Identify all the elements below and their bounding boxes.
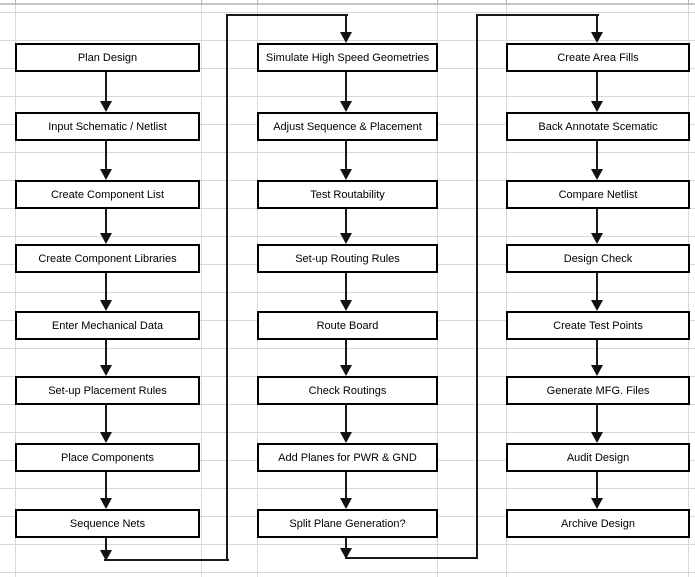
- flow-box-compare-netlist: Compare Netlist: [506, 180, 690, 209]
- flow-box-audit-design: Audit Design: [506, 443, 690, 472]
- flow-arrow-line: [345, 273, 347, 300]
- flow-box-back-annotate-scematic: Back Annotate Scematic: [506, 112, 690, 141]
- flow-arrow-line: [105, 72, 107, 101]
- flow-arrow-down-icon: [100, 101, 112, 112]
- flow-box-set-up-placement-rules: Set-up Placement Rules: [15, 376, 200, 405]
- flow-box-set-up-routing-rules: Set-up Routing Rules: [257, 244, 438, 273]
- flow-arrow-down-icon: [100, 365, 112, 376]
- flow-arrow-line: [105, 340, 107, 365]
- grid-vertical-line: [15, 5, 16, 577]
- grid-vertical-line: [506, 5, 507, 577]
- flow-arrow-line: [105, 141, 107, 169]
- grid-vertical-line: [688, 5, 689, 577]
- connector-line: [226, 14, 228, 561]
- flow-arrow-line: [596, 72, 598, 101]
- flow-box-split-plane-generation: Split Plane Generation?: [257, 509, 438, 538]
- grid-header-tick: [257, 0, 258, 5]
- flow-box-enter-mechanical-data: Enter Mechanical Data: [15, 311, 200, 340]
- flow-arrow-down-icon: [100, 169, 112, 180]
- connector-line: [104, 559, 229, 561]
- flow-box-create-component-list: Create Component List: [15, 180, 200, 209]
- grid-vertical-line: [201, 5, 202, 577]
- connector-line: [476, 14, 478, 559]
- flow-arrow-line: [345, 209, 347, 233]
- connector-line: [476, 14, 599, 16]
- flow-box-create-component-libraries: Create Component Libraries: [15, 244, 200, 273]
- connector-line: [345, 14, 347, 34]
- flow-arrow-down-icon: [340, 233, 352, 244]
- flow-arrow-down-icon: [340, 498, 352, 509]
- flow-arrow-down-icon: [340, 300, 352, 311]
- flow-arrow-line: [105, 405, 107, 432]
- connector-line: [105, 538, 107, 551]
- flow-box-simulate-high-speed-geometries: Simulate High Speed Geometries: [257, 43, 438, 72]
- flow-box-place-components: Place Components: [15, 443, 200, 472]
- flow-box-test-routability: Test Routability: [257, 180, 438, 209]
- flow-box-create-area-fills: Create Area Fills: [506, 43, 690, 72]
- flow-box-create-test-points: Create Test Points: [506, 311, 690, 340]
- flow-arrow-down-icon: [591, 432, 603, 443]
- flow-arrow-down-icon: [100, 498, 112, 509]
- flow-box-sequence-nets: Sequence Nets: [15, 509, 200, 538]
- flow-arrow-down-icon: [591, 365, 603, 376]
- flow-arrow-down-icon: [591, 233, 603, 244]
- flow-box-check-routings: Check Routings: [257, 376, 438, 405]
- flow-arrow-down-icon: [340, 101, 352, 112]
- flow-box-plan-design: Plan Design: [15, 43, 200, 72]
- flow-box-archive-design: Archive Design: [506, 509, 690, 538]
- flow-arrow-line: [345, 141, 347, 169]
- flow-arrow-line: [105, 209, 107, 233]
- flow-box-generate-mfg-files: Generate MFG. Files: [506, 376, 690, 405]
- flow-arrow-down-icon: [591, 498, 603, 509]
- flow-arrow-down-icon: [340, 548, 352, 559]
- flow-arrow-down-icon: [100, 233, 112, 244]
- flow-box-input-schematic-netlist: Input Schematic / Netlist: [15, 112, 200, 141]
- flow-box-adjust-sequence-placement: Adjust Sequence & Placement: [257, 112, 438, 141]
- flow-box-design-check: Design Check: [506, 244, 690, 273]
- grid-header-tick: [437, 0, 438, 5]
- flow-arrow-down-icon: [591, 32, 603, 43]
- flow-arrow-down-icon: [591, 300, 603, 311]
- grid-header-tick: [688, 0, 689, 5]
- flow-arrow-line: [596, 273, 598, 300]
- grid-header-tick: [15, 0, 16, 5]
- grid-top-band: [0, 3, 695, 5]
- flow-arrow-down-icon: [100, 550, 112, 561]
- flow-arrow-line: [345, 72, 347, 101]
- flow-arrow-down-icon: [340, 169, 352, 180]
- grid-vertical-line: [257, 5, 258, 577]
- connector-line: [345, 557, 478, 559]
- flow-arrow-line: [596, 472, 598, 498]
- flow-arrow-down-icon: [340, 32, 352, 43]
- connector-line: [345, 538, 347, 550]
- flow-arrow-line: [345, 340, 347, 365]
- connector-line: [596, 14, 598, 34]
- flow-arrow-line: [105, 472, 107, 498]
- grid-vertical-line: [437, 5, 438, 577]
- flow-arrow-down-icon: [100, 300, 112, 311]
- flow-arrow-line: [596, 405, 598, 432]
- connector-line: [226, 14, 348, 16]
- flow-box-add-planes-for-pwr-gnd: Add Planes for PWR & GND: [257, 443, 438, 472]
- flow-arrow-line: [596, 209, 598, 233]
- flow-arrow-line: [596, 141, 598, 169]
- flow-arrow-line: [345, 405, 347, 432]
- flow-arrow-down-icon: [591, 169, 603, 180]
- flow-arrow-down-icon: [100, 432, 112, 443]
- flow-arrow-line: [596, 340, 598, 365]
- flow-arrow-down-icon: [591, 101, 603, 112]
- flow-box-route-board: Route Board: [257, 311, 438, 340]
- flow-arrow-down-icon: [340, 432, 352, 443]
- flow-arrow-line: [105, 273, 107, 300]
- flow-arrow-down-icon: [340, 365, 352, 376]
- grid-header-tick: [506, 0, 507, 5]
- flow-arrow-line: [345, 472, 347, 498]
- grid-header-tick: [201, 0, 202, 5]
